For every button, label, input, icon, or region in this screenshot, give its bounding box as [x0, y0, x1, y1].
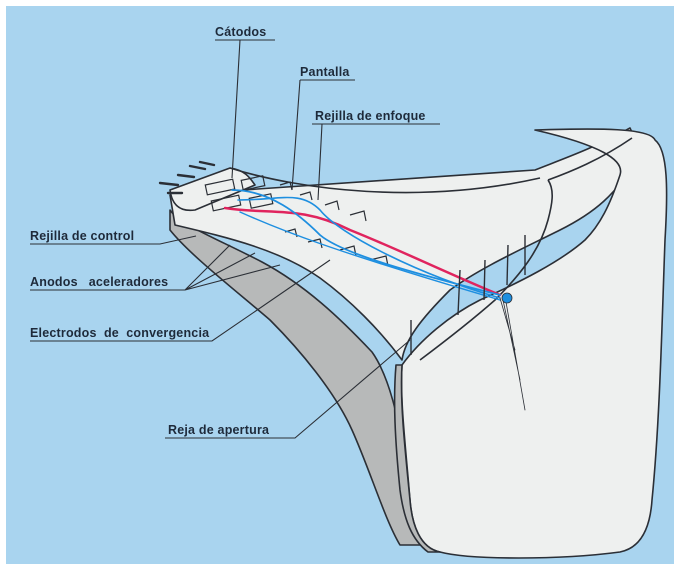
label-rejilla-enfoque: Rejilla de enfoque: [315, 109, 426, 123]
label-reja-apertura: Reja de apertura: [168, 423, 270, 437]
label-rejilla-control: Rejilla de control: [30, 229, 134, 243]
label-pantalla: Pantalla: [300, 65, 350, 79]
label-catodos: Cátodos: [215, 25, 266, 39]
label-anodos: Anodos aceleradores: [30, 275, 168, 289]
label-electrodos: Electrodos de convergencia: [30, 326, 210, 340]
